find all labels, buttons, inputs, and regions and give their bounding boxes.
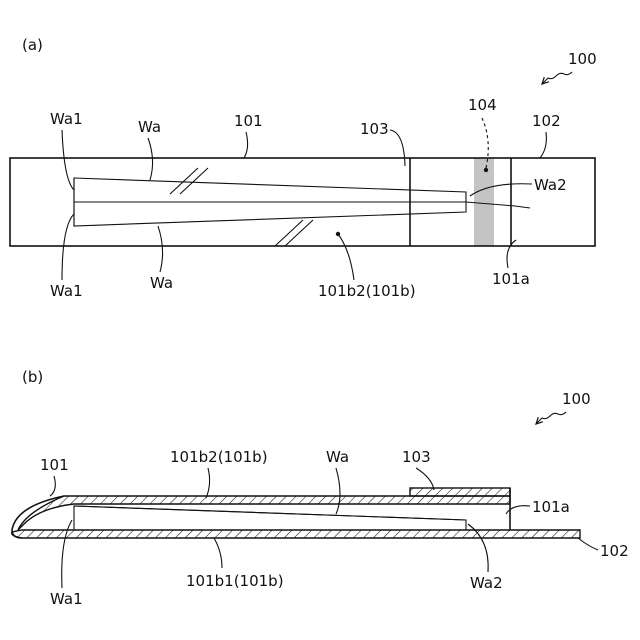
label-101b2-a: 101b2(101b) — [318, 282, 416, 300]
layer-101b1 — [12, 530, 580, 538]
label-101-b: 101 — [40, 456, 69, 474]
wedge-inner-line — [74, 506, 466, 520]
label-101b1-b: 101b1(101b) — [186, 572, 284, 590]
label-103-b: 103 — [402, 448, 431, 466]
leader-101b2-a — [338, 234, 354, 280]
label-101-a: 101 — [234, 112, 263, 130]
label-103-a: 103 — [360, 120, 389, 138]
leader-101-b — [50, 476, 55, 496]
label-wa2-a: Wa2 — [534, 176, 567, 194]
label-104: 104 — [468, 96, 497, 114]
label-102-b: 102 — [600, 542, 629, 560]
figure-b: (b) 100 101 101b2(101b) Wa 103 101a 102 … — [12, 368, 629, 608]
leader-wa1-bottom — [62, 214, 74, 280]
label-wa1-top: Wa1 — [50, 110, 83, 128]
figure-a: (a) 100 Wa1 Wa 101 103 104 — [10, 36, 597, 300]
leader-101-a — [244, 132, 248, 158]
leader-103-b — [416, 468, 434, 490]
label-wa2-b: Wa2 — [470, 574, 503, 592]
label-101a-a: 101a — [492, 270, 530, 288]
ref-100-b: 100 — [562, 390, 591, 408]
leader-103-a — [390, 130, 405, 166]
block-103 — [410, 488, 510, 496]
strip-104 — [474, 158, 494, 246]
leader-wa-bottom — [158, 226, 163, 272]
panel-label-b: (b) — [22, 368, 43, 386]
leader-102-b — [578, 538, 598, 550]
ref-100-a-arrow — [542, 72, 572, 84]
label-101a-b: 101a — [532, 498, 570, 516]
label-102-a: 102 — [532, 112, 561, 130]
leader-wa-b — [336, 468, 340, 514]
dot-101b2 — [336, 232, 340, 236]
label-wa-b: Wa — [326, 448, 349, 466]
label-wa1-bottom: Wa1 — [50, 282, 83, 300]
leader-wa-top — [148, 138, 153, 180]
label-wa-top: Wa — [138, 118, 161, 136]
label-wa1-b: Wa1 — [50, 590, 83, 608]
ref-100-a: 100 — [568, 50, 597, 68]
dot-104 — [484, 168, 488, 172]
ref-100-b-arrow — [536, 412, 566, 424]
leader-101a-a — [507, 240, 516, 268]
label-101b2-b: 101b2(101b) — [170, 448, 268, 466]
panel-label-a: (a) — [22, 36, 43, 54]
leader-wa1-top — [62, 130, 74, 190]
leader-101b1-b — [214, 538, 222, 568]
leader-101b2-b — [206, 468, 210, 498]
leader-102-a — [540, 132, 546, 158]
label-wa-bottom: Wa — [150, 274, 173, 292]
